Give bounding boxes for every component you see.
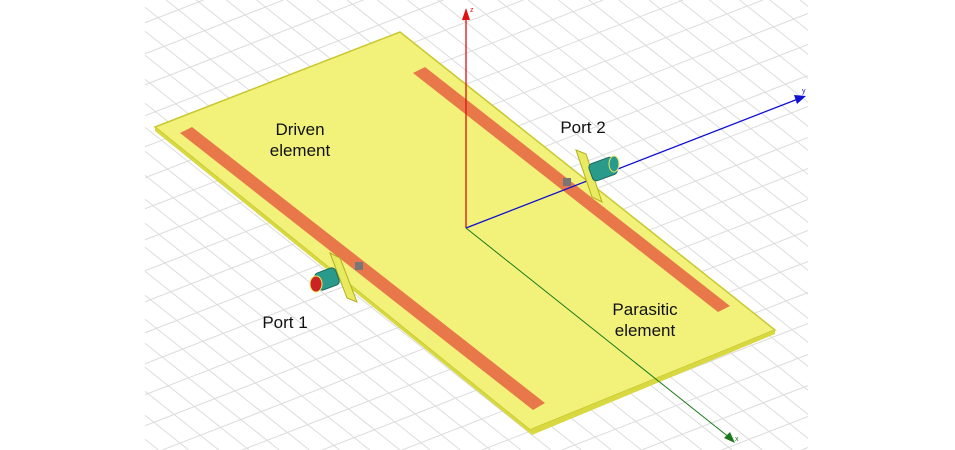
grid-line	[799, 0, 809, 7]
grid-line	[678, 0, 809, 103]
grid-line	[558, 0, 809, 199]
driven-element-label: Driven element	[255, 119, 345, 161]
x-axis-arrow-icon	[724, 432, 735, 443]
driven-label-line2: element	[269, 141, 331, 160]
z-axis-arrow-icon	[462, 8, 470, 20]
grid-line	[144, 342, 280, 450]
grid-line	[721, 416, 809, 450]
grid-line	[144, 0, 444, 117]
substrate-edge	[530, 330, 775, 435]
grid-line	[144, 0, 364, 86]
y-axis-arrow-icon	[794, 95, 806, 104]
parasitic-element-label: Parasitic element	[595, 299, 695, 341]
grid-line	[144, 270, 371, 450]
driven-label-line1: Driven	[275, 120, 325, 139]
grid-line	[144, 438, 159, 450]
port-2-label: Port 2	[560, 118, 606, 137]
grid-line	[144, 246, 401, 450]
grid-line	[144, 294, 340, 450]
grid-line	[144, 0, 204, 24]
grid-line	[144, 390, 220, 450]
z-axis-label: z	[470, 7, 474, 14]
port-1-connector	[309, 251, 363, 303]
grid-line	[618, 0, 809, 151]
grid-line	[648, 0, 809, 127]
x-axis	[465, 227, 731, 439]
port-2-connector	[563, 149, 620, 203]
grid-line	[144, 150, 522, 450]
grid-line	[144, 366, 250, 450]
grid-line	[527, 0, 809, 223]
grid-line	[144, 174, 491, 450]
grid-line	[144, 318, 310, 450]
parasitic-label-line1: Parasitic	[612, 300, 678, 319]
grid-line	[467, 0, 809, 271]
grid-line	[641, 385, 809, 450]
grid-line	[144, 222, 431, 450]
grid-line	[144, 414, 189, 450]
y-axis	[465, 98, 799, 229]
grid-line	[497, 0, 809, 247]
grid-line	[769, 0, 809, 31]
x-axis-label: x	[735, 436, 739, 443]
grid-line	[709, 0, 809, 79]
y-axis-label: y	[802, 88, 806, 95]
parasitic-label-line2: element	[614, 321, 676, 340]
parasitic-element-strip	[413, 67, 730, 312]
port-1-label: Port 1	[262, 313, 308, 332]
grid-line	[144, 0, 284, 55]
grid-line	[144, 198, 461, 450]
